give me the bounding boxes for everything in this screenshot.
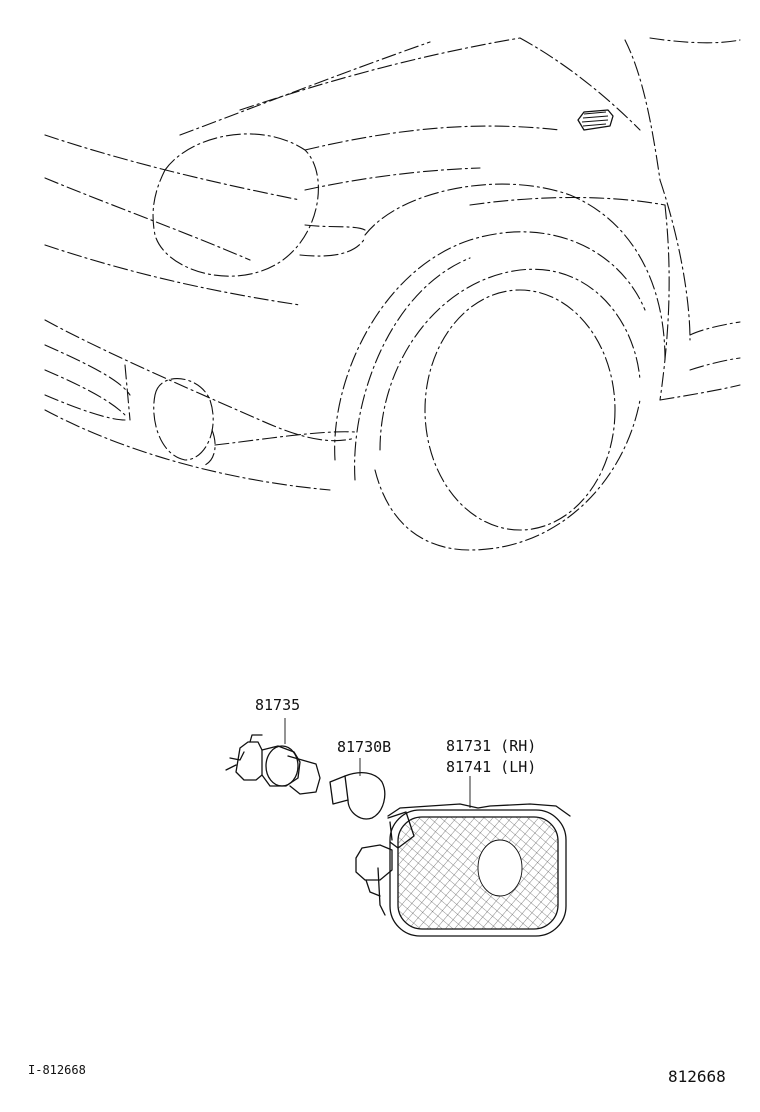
callout-bulb: 81730B: [337, 738, 391, 756]
callout-lamp-lh: 81741 (LH): [446, 758, 536, 776]
callout-socket: 81735: [255, 696, 300, 714]
vehicle-outline: [44, 37, 741, 551]
illustration-ref-left: I-812668: [28, 1063, 86, 1077]
side-marker-location: [577, 109, 614, 131]
side-lamp-part-81731: [355, 776, 571, 937]
illustration-ref-right: 812668: [668, 1067, 726, 1086]
bulb-part-81730b: [329, 758, 386, 820]
socket-part-81735: [225, 718, 321, 795]
callout-lamp-rh: 81731 (RH): [446, 737, 536, 755]
